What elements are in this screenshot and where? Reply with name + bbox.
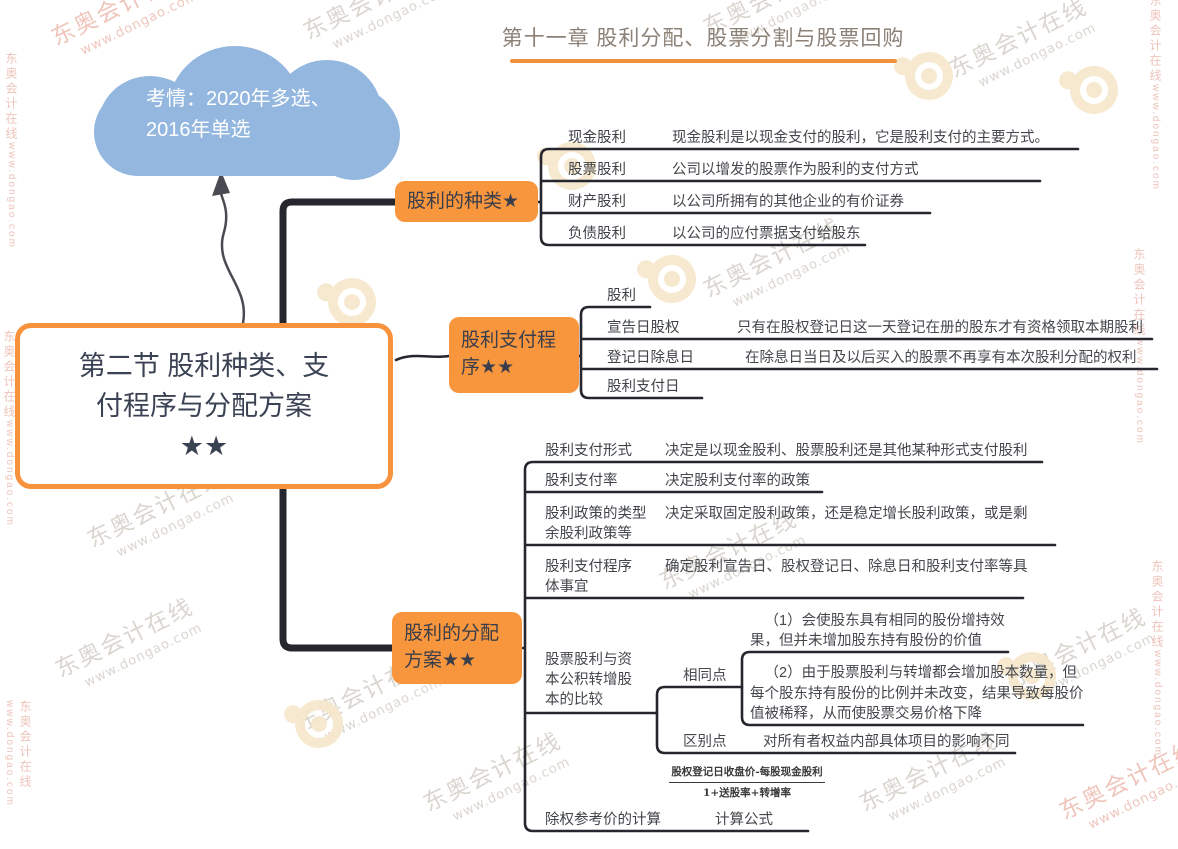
exam-note-line2: 2016年单选	[146, 119, 251, 141]
row-desc: 决定股利支付率的政策	[665, 473, 810, 489]
topic-row: 股利	[607, 286, 636, 306]
same-point-1: （1）会使股东具有相同的股份增持效果，但并未增加股东持有股份的价值	[750, 613, 1005, 649]
row-label: 负债股利	[568, 226, 626, 242]
chapter-title: 第十一章 股利分配、股票分割与股票回购	[501, 27, 905, 50]
row-desc: 计算公式	[715, 812, 773, 828]
topic-row: 现金股利 现金股利是以现金支付的股利，它是股利支付的主要方式。	[568, 128, 1049, 148]
branch1-bracket-lines	[536, 147, 1080, 247]
row-label: 股利支付程序	[545, 559, 632, 575]
diff-points-label: 区别点	[683, 734, 727, 750]
row-desc: 以公司所拥有的其他企业的有价证券	[672, 194, 904, 210]
exam-note-text: 考情：2020年多选、 2016年单选	[146, 84, 376, 146]
same-points-label: 相同点	[683, 668, 727, 684]
topic-row: 股票股利 公司以增发的股票作为股利的支付方式	[568, 160, 919, 180]
row-desc: 公司以增发的股票作为股利的支付方式	[672, 162, 919, 178]
same-point-2: （2）由于股票股利与转增都会增加股本数量，但每个股东持有股份的比例并未改变，结果…	[750, 665, 1084, 722]
row-label: 财产股利	[568, 194, 626, 210]
row-label: 宣告日股权	[607, 320, 680, 336]
cloud-arrowhead-icon	[212, 171, 230, 196]
cloud-arrow-line	[219, 188, 246, 325]
diff-points-desc: 对所有者权益内部具体项目的影响不同	[763, 734, 1010, 750]
row-desc: 只有在股权登记日这一天登记在册的股东才有资格领取本期股利	[737, 320, 1143, 336]
row-label: 股利	[607, 288, 636, 304]
row-label: 股利政策的类型	[545, 506, 647, 522]
topic-row: 登记日除息日 在除息日当日及以后买入的股票不再享有本次股利分配的权利	[607, 348, 1137, 368]
row-label: 登记日除息日	[607, 350, 694, 366]
branch-topic-payment-procedure[interactable]: 股利支付程序★★	[449, 317, 579, 393]
comparison-topic: 股票股利与资本公积转增股本的比较	[545, 652, 632, 708]
row-label: 除权参考价的计算	[545, 812, 661, 828]
exam-note-line1: 考情：2020年多选、	[146, 88, 331, 110]
topic-row: 股利支付日	[607, 377, 680, 397]
topic-row: 股利支付形式 决定是以现金股利、股票股利还是其他某种形式支付股利	[545, 441, 1028, 461]
topic-row: 股利支付程序确定股利宣告日、股权登记日、除息日和股利支付率等具体事宜	[545, 557, 1031, 597]
row-desc: 确定股利宣告日、股权登记日、除息日和股利支付率等具体事宜	[545, 559, 1028, 595]
row-label: 股利支付率	[545, 473, 618, 489]
topic-row: 负债股利 以公司的应付票据支付给股东	[568, 224, 861, 244]
formula-denominator: 1+送股率+转增率	[703, 787, 791, 799]
row-label: 股利支付形式	[545, 443, 632, 459]
central-topic-node[interactable]: 第二节 股利种类、支 付程序与分配方案 ★★	[15, 323, 393, 489]
topic-row: 股利政策的类型决定采取固定股利政策，还是稳定增长股利政策，或是剩余股利政策等	[545, 504, 1031, 544]
branch2-bracket-lines	[577, 305, 1159, 400]
branch3-bracket-lines	[521, 460, 1057, 833]
row-label: 股票股利	[568, 162, 626, 178]
row-label: 现金股利	[568, 130, 626, 146]
central-topic-line2: 付程序与分配方案	[96, 391, 312, 421]
branch2-connector-line	[394, 354, 451, 362]
topic-row: 股利支付率 决定股利支付率的政策	[545, 471, 810, 491]
branch-topic-distribution-plan[interactable]: 股利的分配方案★★	[392, 612, 522, 684]
row-label: 股利支付日	[607, 379, 680, 395]
topic-row: 除权参考价的计算 计算公式	[545, 810, 773, 830]
topic-row: 宣告日股权 只有在股权登记日这一天登记在册的股东才有资格领取本期股利	[607, 318, 1143, 338]
ex-rights-formula: 股权登记日收盘价-每股现金股利 1+送股率+转增率	[668, 764, 826, 800]
same-points-bracket-lines	[740, 650, 1085, 727]
row-desc: 现金股利是以现金支付的股利，它是股利支付的主要方式。	[672, 130, 1049, 146]
topic-row: 财产股利 以公司所拥有的其他企业的有价证券	[568, 192, 904, 212]
row-desc: 决定采取固定股利政策，还是稳定增长股利政策，或是剩余股利政策等	[545, 506, 1028, 542]
exam-note-cloud[interactable]: 考情：2020年多选、 2016年单选	[92, 46, 402, 180]
branch-topic-dividend-types[interactable]: 股利的种类★	[395, 181, 538, 222]
central-topic-line1: 第二节 股利种类、支	[78, 351, 330, 381]
title-underline	[510, 59, 897, 63]
row-desc: 在除息日当日及以后买入的股票不再享有本次股利分配的权利	[745, 350, 1137, 366]
row-desc: 决定是以现金股利、股票股利还是其他某种形式支付股利	[665, 443, 1028, 459]
comparison-bracket-lines	[655, 685, 1017, 755]
row-desc: 以公司的应付票据支付给股东	[672, 226, 861, 242]
central-topic-stars: ★★	[179, 431, 229, 461]
formula-numerator: 股权登记日收盘价-每股现金股利	[669, 764, 825, 783]
